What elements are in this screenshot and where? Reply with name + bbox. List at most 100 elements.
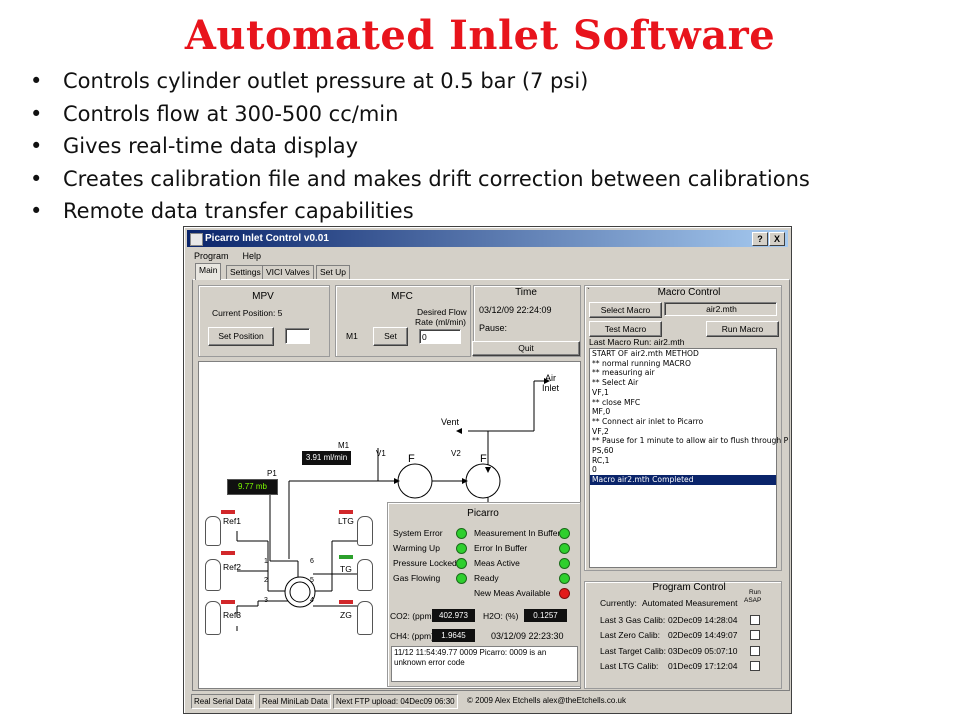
tg-valve bbox=[339, 555, 353, 559]
ref1-cylinder bbox=[205, 516, 221, 546]
mpv-title: MPV bbox=[252, 291, 274, 302]
test-macro-button[interactable]: Test Macro bbox=[589, 321, 662, 337]
co2-value: 402.973 bbox=[432, 609, 475, 622]
pause-label: Pause: bbox=[479, 323, 508, 333]
status-new-meas-available: New Meas Available bbox=[474, 588, 551, 598]
status-serial-data: Real Serial Data bbox=[191, 694, 256, 709]
macro-line[interactable]: VF,2 bbox=[592, 426, 609, 436]
led-error-in-buffer bbox=[559, 543, 570, 554]
last-3-gas-calib-value: 02Dec09 14:28:04 bbox=[668, 615, 738, 625]
run-macro-button[interactable]: Run Macro bbox=[706, 321, 779, 337]
log-line: unknown error code bbox=[394, 658, 465, 667]
tab-settings[interactable]: Settings bbox=[226, 265, 265, 279]
ref2-label: Ref2 bbox=[223, 562, 241, 572]
port-3-label: 3 bbox=[264, 597, 268, 604]
macro-line[interactable]: MF,0 bbox=[592, 407, 611, 417]
mfc-set-button[interactable]: Set bbox=[373, 327, 408, 346]
menu-bar: Program Help bbox=[187, 248, 788, 264]
status-error-in-buffer: Error In Buffer bbox=[474, 543, 528, 553]
currently-label: Currently: bbox=[600, 598, 637, 608]
run-3-gas-calib-checkbox[interactable] bbox=[750, 615, 760, 625]
macro-line[interactable]: ** measuring air bbox=[592, 368, 655, 378]
flow-rate-input[interactable]: 0 bbox=[419, 329, 461, 344]
bullet-item: Remote data transfer capabilities bbox=[30, 196, 810, 229]
port-4-label: 4 bbox=[310, 597, 314, 604]
ltg-label: LTG bbox=[338, 516, 354, 526]
macro-line[interactable]: VF,1 bbox=[592, 387, 609, 397]
window-title: Picarro Inlet Control v0.01 bbox=[205, 233, 329, 244]
last-zero-calib-value: 02Dec09 14:49:07 bbox=[668, 630, 738, 640]
m1-flow-label: M1 bbox=[338, 441, 350, 450]
macro-line[interactable]: START OF air2.mth METHOD bbox=[592, 349, 699, 358]
bullet-item: Controls flow at 300-500 cc/min bbox=[30, 99, 810, 132]
currently-value: Automated Measurement bbox=[642, 598, 738, 608]
macro-line[interactable]: PS,60 bbox=[592, 446, 614, 456]
quit-button[interactable]: Quit bbox=[472, 341, 580, 356]
ref2-valve bbox=[221, 551, 235, 555]
program-control-panel bbox=[584, 581, 782, 689]
macro-line[interactable]: ** Connect air inlet to Picarro bbox=[592, 416, 704, 426]
ref3-cylinder bbox=[205, 601, 221, 635]
ref1-valve bbox=[221, 510, 235, 514]
zg-label: ZG bbox=[340, 610, 352, 620]
ch4-value: 1.9645 bbox=[432, 629, 475, 642]
flow-readout: 3.91 ml/min bbox=[302, 451, 351, 465]
port-6-label: 6 bbox=[310, 558, 314, 565]
run-ltg-calib-checkbox[interactable] bbox=[750, 661, 760, 671]
time-panel bbox=[473, 285, 581, 357]
title-bar[interactable]: Picarro Inlet Control v0.01 ? X bbox=[187, 230, 788, 247]
select-macro-button[interactable]: Select Macro bbox=[589, 302, 662, 318]
position-input[interactable] bbox=[285, 328, 310, 344]
macro-line[interactable]: ** Select Air bbox=[592, 378, 639, 388]
status-measurement-in-buffer: Measurement In Buffer bbox=[474, 528, 561, 538]
port-1-label: 1 bbox=[264, 558, 268, 565]
h2o-value: 0.1257 bbox=[524, 609, 567, 622]
led-ready bbox=[559, 573, 570, 584]
macro-line[interactable]: RC,1 bbox=[592, 455, 610, 465]
set-position-button[interactable]: Set Position bbox=[208, 327, 274, 346]
macro-line-selected[interactable]: Macro air2.mth Completed bbox=[590, 475, 776, 485]
bullet-item: Gives real-time data display bbox=[30, 131, 810, 164]
close-icon[interactable]: X bbox=[769, 232, 785, 246]
co2-label: CO2: (ppm) bbox=[390, 611, 435, 621]
menu-help[interactable]: Help bbox=[242, 251, 262, 261]
program-control-title: Program Control bbox=[652, 582, 726, 593]
last-macro-run: Last Macro Run: air2.mth bbox=[589, 337, 685, 347]
filter-f1: F bbox=[408, 453, 415, 465]
run-zero-calib-checkbox[interactable] bbox=[750, 630, 760, 640]
status-meas-active: Meas Active bbox=[474, 558, 520, 568]
macro-marker: ` bbox=[587, 286, 590, 296]
mfc-m1-label: M1 bbox=[346, 331, 358, 341]
led-meas-active bbox=[559, 558, 570, 569]
mfc-title: MFC bbox=[391, 291, 413, 302]
ltg-cylinder bbox=[357, 516, 373, 546]
tab-vici-valves[interactable]: VICI Valves bbox=[262, 265, 314, 279]
tab-set-up[interactable]: Set Up bbox=[316, 265, 350, 279]
tab-main[interactable]: Main bbox=[195, 263, 222, 280]
led-warming-up bbox=[456, 543, 467, 554]
led-gas-flowing bbox=[456, 573, 467, 584]
status-minilab-data: Real MiniLab Data bbox=[259, 694, 331, 709]
mpv-current-position: Current Position: 5 bbox=[212, 308, 283, 318]
macro-line[interactable]: ** normal running MACRO bbox=[592, 358, 691, 368]
run-asap-label-2: ASAP bbox=[744, 597, 762, 604]
led-system-error bbox=[456, 528, 467, 539]
zg-valve bbox=[339, 600, 353, 604]
macro-line[interactable]: ** Pause for 1 minute to allow air to fl… bbox=[592, 436, 789, 446]
tab-page bbox=[192, 279, 790, 691]
desired-flow-units: Rate (ml/min) bbox=[415, 317, 467, 327]
slide-title: Automated Inlet Software bbox=[184, 12, 776, 59]
macro-line[interactable]: 0 bbox=[592, 465, 597, 475]
run-target-calib-checkbox[interactable] bbox=[750, 646, 760, 656]
menu-program[interactable]: Program bbox=[194, 251, 229, 261]
status-warming-up: Warming Up bbox=[393, 543, 440, 553]
status-copyright: © 2009 Alex Etchells alex@theEtchells.co… bbox=[467, 696, 626, 705]
macro-title: Macro Control bbox=[657, 287, 721, 298]
status-pressure-locked: Pressure Locked bbox=[393, 558, 457, 568]
macro-line[interactable]: ** close MFC bbox=[592, 397, 641, 407]
help-icon[interactable]: ? bbox=[752, 232, 768, 246]
led-pressure-locked bbox=[456, 558, 467, 569]
pressure-readout: 9.77 mb bbox=[227, 479, 278, 495]
macro-panel bbox=[584, 285, 782, 571]
macro-script-list[interactable]: START OF air2.mth METHOD ** normal runni… bbox=[589, 348, 789, 568]
